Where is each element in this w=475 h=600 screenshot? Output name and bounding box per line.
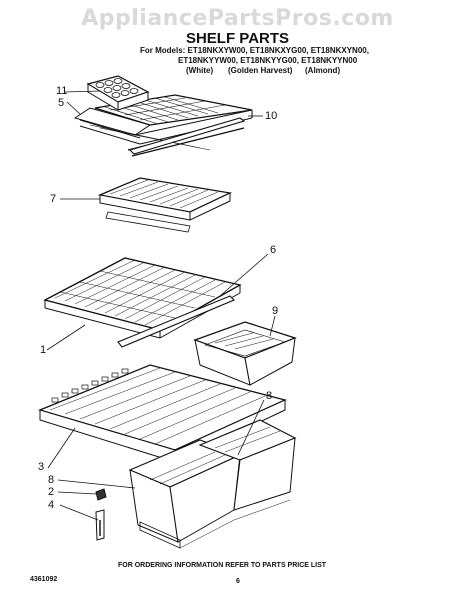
callout-5: 5 <box>58 97 65 109</box>
callout-8-upper: 8 <box>266 390 273 402</box>
part-number: 4361092 <box>30 576 58 583</box>
middle-wire-shelf <box>43 257 242 339</box>
glass-shelf <box>97 177 233 233</box>
finish-white: (White) <box>186 66 214 75</box>
callout-2: 2 <box>48 486 55 498</box>
callout-9: 9 <box>272 305 279 317</box>
callout-4: 4 <box>48 499 55 511</box>
callout-7: 7 <box>50 193 57 205</box>
small-pan <box>193 321 297 386</box>
models-line-1: For Models: ET18NKXYW00, ET18NKXYG00, ET… <box>140 46 369 55</box>
finish-almond: (Almond) <box>305 66 341 75</box>
callout-10: 10 <box>265 110 278 122</box>
watermark: AppliancePartsPros.com <box>81 6 394 31</box>
callout-11: 11 <box>56 85 68 97</box>
ordering-note: FOR ORDERING INFORMATION REFER TO PARTS … <box>118 562 327 569</box>
egg-tray <box>86 75 150 111</box>
callout-8-lower: 8 <box>48 474 55 486</box>
control-knob <box>95 488 107 541</box>
page-title: SHELF PARTS <box>185 30 290 47</box>
callout-3: 3 <box>38 461 45 473</box>
shelf-trim-strip <box>128 117 246 155</box>
crisper-pans <box>128 419 297 549</box>
models-line-2: ET18NKYYW00, ET18NKYYG00, ET18NKYYN00 <box>178 56 358 65</box>
leader-lines <box>46 90 276 521</box>
callout-1: 1 <box>40 344 47 356</box>
finish-golden-harvest: (Golden Harvest) <box>228 66 293 75</box>
callout-6: 6 <box>270 244 277 256</box>
page-number: 6 <box>236 578 240 585</box>
shelf-front-trim <box>117 295 235 348</box>
